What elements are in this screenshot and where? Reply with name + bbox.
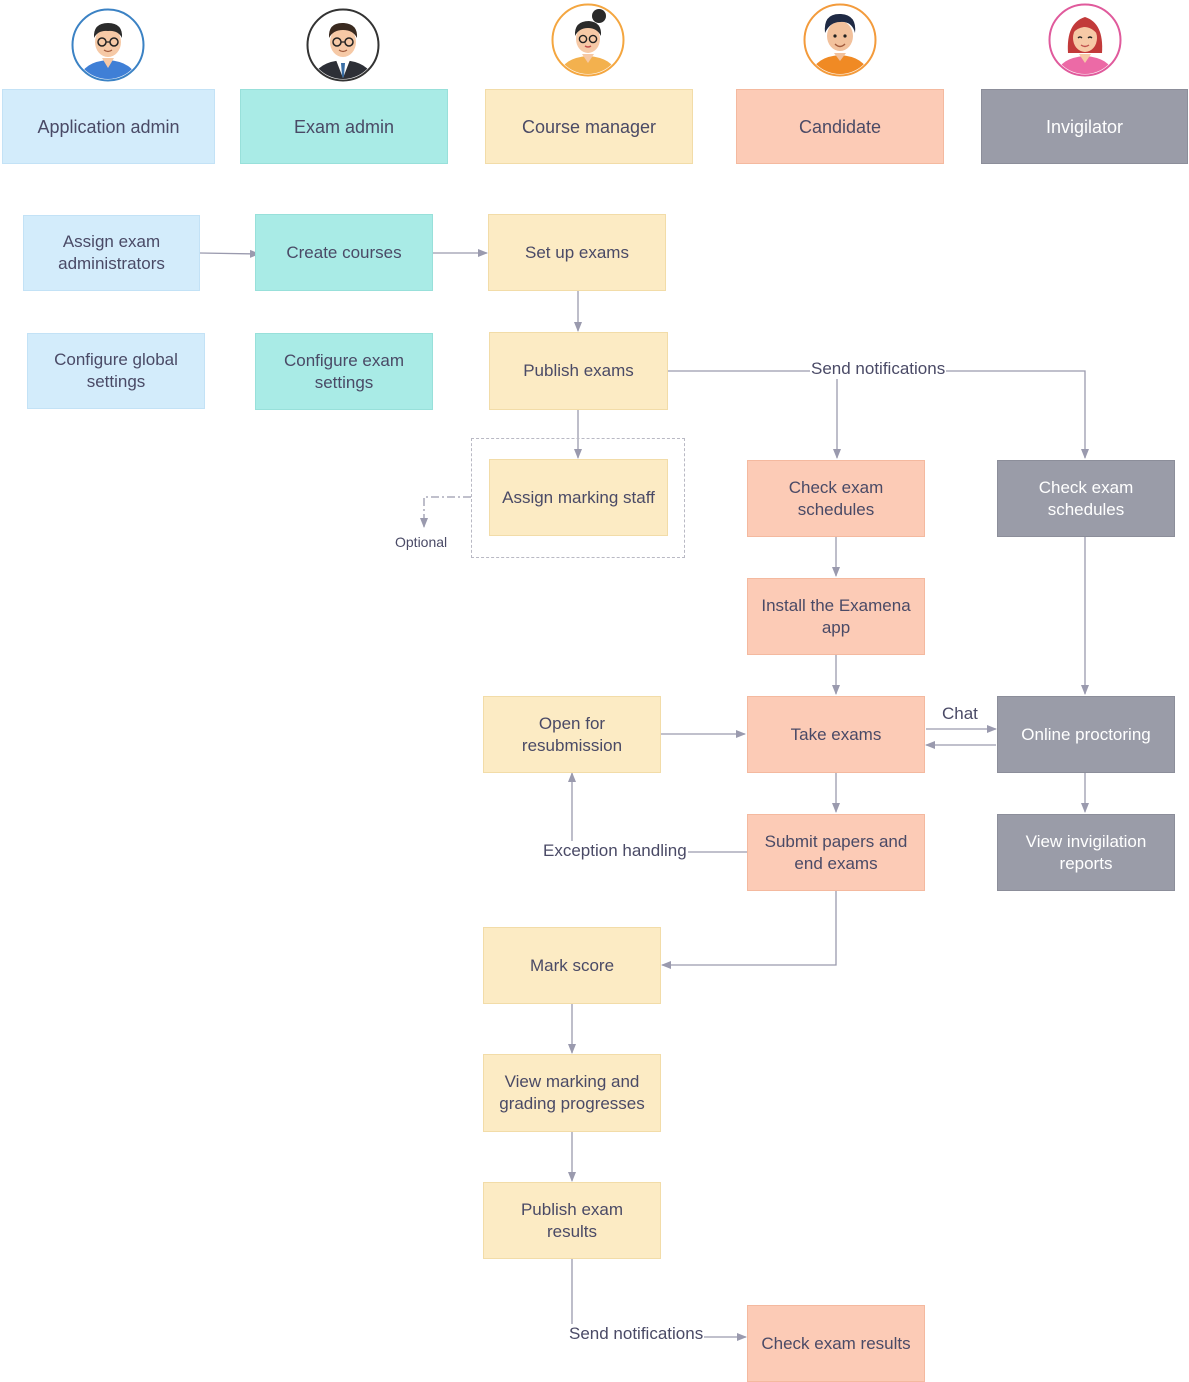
edge-optional — [420, 496, 471, 528]
node-check-exam-schedules-candidate: Check exam schedules — [747, 460, 925, 537]
edge-submit-to-mark — [661, 891, 837, 969]
young-man-orange-shirt-icon — [803, 3, 877, 77]
label-exception-handling: Exception handling — [542, 841, 688, 861]
lane-exam-admin: Exam admin — [240, 89, 448, 164]
lane-application-admin: Application admin — [2, 89, 215, 164]
edge-assign-to-create — [199, 249, 260, 258]
optional-frame — [471, 438, 685, 558]
node-online-proctoring: Online proctoring — [997, 696, 1175, 773]
lane-invigilator: Invigilator — [981, 89, 1188, 164]
label-send-notifications-top: Send notifications — [810, 359, 947, 379]
lane-course-manager: Course manager — [485, 89, 693, 164]
node-submit-papers: Submit papers and end exams — [747, 814, 925, 891]
edge-publish-to-notifications — [668, 370, 1089, 459]
label-chat: Chat — [942, 704, 978, 723]
node-view-invigilation-reports: View invigilation reports — [997, 814, 1175, 891]
label-optional: Optional — [395, 534, 448, 550]
node-take-exams: Take exams — [747, 696, 925, 773]
node-install-examena-app: Install the Examena app — [747, 578, 925, 655]
node-configure-exam-settings: Configure exam settings — [255, 333, 433, 410]
node-assign-exam-administrators: Assign exam administrators — [23, 215, 200, 291]
node-check-exam-results: Check exam results — [747, 1305, 925, 1382]
man-glasses-blue-shirt-icon — [71, 8, 145, 82]
node-view-marking-progresses: View marking and grading progresses — [483, 1054, 661, 1132]
node-assign-marking-staff: Assign marking staff — [489, 459, 668, 536]
node-mark-score: Mark score — [483, 927, 661, 1004]
node-configure-global-settings: Configure global settings — [27, 333, 205, 409]
node-publish-exams: Publish exams — [489, 332, 668, 410]
node-check-exam-schedules-invigilator: Check exam schedules — [997, 460, 1175, 537]
node-set-up-exams: Set up exams — [488, 214, 666, 291]
lane-candidate: Candidate — [736, 89, 944, 164]
label-send-notifications-bottom: Send notifications — [568, 1324, 705, 1344]
node-open-for-resubmission: Open for resubmission — [483, 696, 661, 773]
node-create-courses: Create courses — [255, 214, 433, 291]
woman-red-hair-pink-shirt-icon — [1048, 3, 1122, 77]
node-publish-exam-results: Publish exam results — [483, 1182, 661, 1259]
woman-glasses-ponytail-icon — [551, 3, 625, 77]
man-glasses-suit-icon — [306, 8, 380, 82]
